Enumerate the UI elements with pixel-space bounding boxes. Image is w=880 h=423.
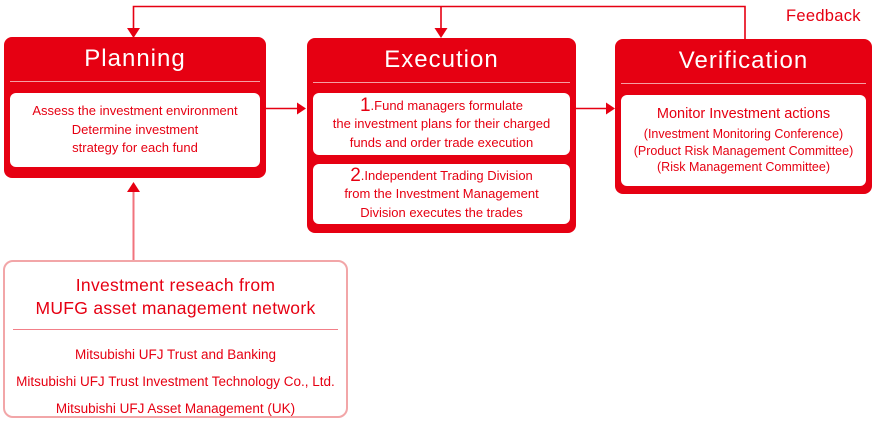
company-name: Mitsubishi UFJ Trust and Banking xyxy=(74,347,277,362)
planning-line: Determine investment xyxy=(71,121,199,137)
feedback-label: Feedback xyxy=(786,7,861,25)
planning-line: strategy for each fund xyxy=(72,140,198,156)
arrow-down-execution-icon xyxy=(434,28,448,38)
verification-description-card: Monitor Investment actions (Investment M… xyxy=(621,95,866,186)
research-company-list: Mitsubishi UFJ Trust and Banking Mitsubi… xyxy=(5,341,346,422)
company-name: Mitsubishi UFJ Trust Investment Technolo… xyxy=(16,374,335,389)
verification-title: Verification xyxy=(678,47,809,74)
planning-line: Assess the investment environment xyxy=(32,103,238,119)
execution-step2-card: 2.Independent Trading Division from the … xyxy=(313,164,570,224)
execution-step1-line: the investment plans for their charged xyxy=(332,116,551,132)
feedback-line xyxy=(132,5,746,39)
arrow-right-execution-icon xyxy=(297,102,306,115)
verification-committee: (Risk Management Committee) xyxy=(657,160,830,175)
planning-description-card: Assess the investment environment Determ… xyxy=(10,93,260,167)
verification-stage-box: Verification Monitor Investment actions … xyxy=(615,39,872,194)
planning-stage-box: Planning Assess the investment environme… xyxy=(4,37,266,178)
verification-committee: (Product Risk Management Committee) xyxy=(633,143,854,158)
execution-step1-first-line: 1.Fund managers formulate xyxy=(360,96,523,115)
verification-committee: (Investment Monitoring Conference) xyxy=(643,127,844,142)
arrow-right-verification-icon xyxy=(606,102,615,115)
execution-step2-text: .Independent Trading Division xyxy=(360,167,533,183)
execution-step1-card: 1.Fund managers formulate the investment… xyxy=(313,93,570,155)
execution-step2-line: from the Investment Management xyxy=(344,186,539,202)
research-title-line: MUFG asset management network xyxy=(35,298,316,318)
execution-step1-text: .Fund managers formulate xyxy=(370,97,524,113)
company-name: Mitsubishi UFJ Asset Management (UK) xyxy=(55,401,296,416)
execution-title-divider xyxy=(313,82,570,83)
verification-heading: Monitor Investment actions xyxy=(656,106,831,123)
execution-step1-line: funds and order trade execution xyxy=(349,134,534,150)
research-title: Investment reseach from MUFG asset manag… xyxy=(5,274,346,320)
step-number: 1 xyxy=(359,94,371,116)
planning-title: Planning xyxy=(84,45,186,72)
arrow-down-planning-icon xyxy=(127,28,140,38)
step-number: 2 xyxy=(350,164,361,186)
execution-step2-first-line: 2.Independent Trading Division xyxy=(350,166,533,185)
execution-stage-box: Execution 1.Fund managers formulate the … xyxy=(307,38,576,233)
verification-title-divider xyxy=(621,83,866,84)
execution-title: Execution xyxy=(384,46,499,73)
investment-research-box: Investment reseach from MUFG asset manag… xyxy=(3,260,348,418)
research-title-divider xyxy=(13,329,338,330)
research-title-line: Investment reseach from xyxy=(75,275,276,295)
planning-title-divider xyxy=(10,81,260,82)
execution-step2-line: Division executes the trades xyxy=(360,204,523,220)
arrow-up-planning-icon xyxy=(127,182,140,192)
